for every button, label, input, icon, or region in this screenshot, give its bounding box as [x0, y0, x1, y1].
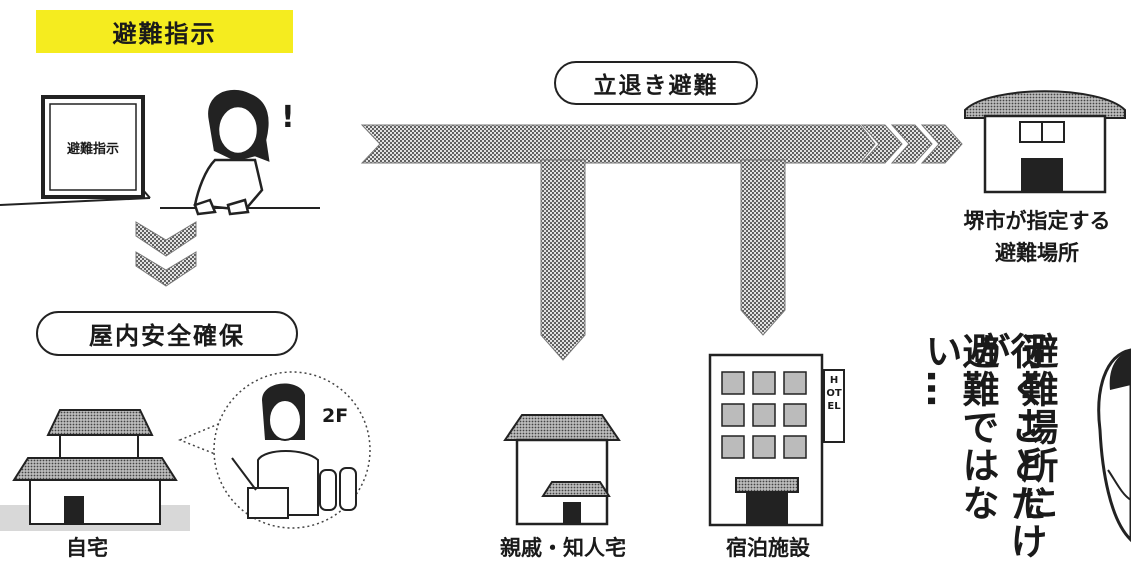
tv-illustration: [0, 95, 320, 209]
exclamation-mark: !: [281, 100, 295, 135]
woman-surprised-illustration: [193, 89, 270, 216]
leave-evacuation-label: 立退き避難: [554, 61, 758, 105]
callout-line-1: 避難場所に: [1015, 332, 1058, 522]
down-chevrons: [135, 221, 197, 287]
tv-screen-text: 避難指示: [66, 142, 119, 157]
own-home-label: 自宅: [66, 536, 108, 560]
relatives-home-label: 親戚・知人宅: [500, 536, 626, 560]
lodging-label: 宿泊施設: [726, 536, 810, 560]
hotel-illustration: [708, 353, 845, 527]
evacuation-order-banner: 避難指示: [36, 10, 293, 53]
leave-evacuation-arrow: [360, 124, 963, 164]
callout-line-2: 行くことだけが: [967, 332, 1047, 560]
branch-to-relatives-arrow: [540, 159, 586, 361]
hotel-sign-text: HOTEL: [826, 375, 842, 412]
home-illustration: [0, 409, 190, 531]
branch-to-lodging-arrow: [740, 159, 786, 336]
designated-shelter-illustration: [964, 90, 1126, 194]
man-illustration: [1097, 348, 1131, 543]
second-floor-callout-bubble: [178, 371, 371, 529]
callout-line-3: 避難ではない…: [919, 332, 999, 522]
stay-home-safety-label: 屋内安全確保: [36, 311, 298, 356]
designated-shelter-label-line1: 堺市が指定する: [963, 209, 1111, 233]
designated-shelter-label-line2: 避難場所: [995, 241, 1079, 265]
second-floor-label: 2F: [322, 405, 349, 427]
relatives-home-illustration: [503, 414, 621, 526]
